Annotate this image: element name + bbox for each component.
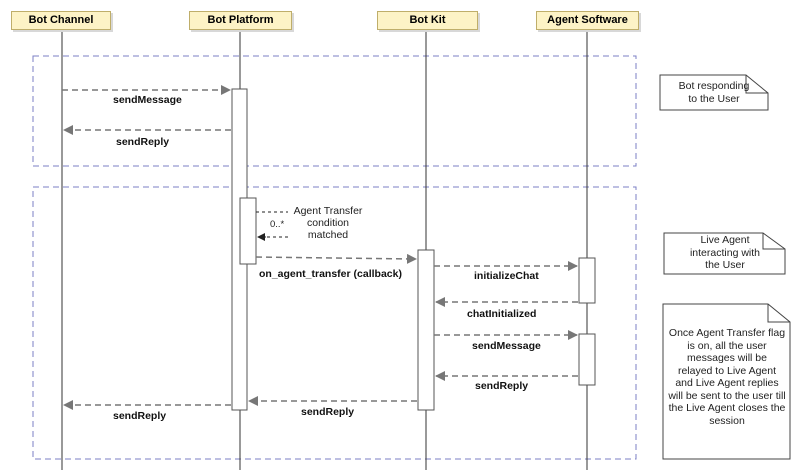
label-sendreply-2: sendReply — [475, 380, 529, 392]
note-text-1: Bot responding to the User — [664, 80, 764, 105]
note-fold-3 — [767, 304, 790, 323]
activation-bot-kit — [417, 249, 435, 411]
note-box-2 — [663, 232, 786, 275]
note-3-line-3: messages will be — [687, 352, 767, 364]
fragment-live-agent — [32, 186, 637, 460]
note-box-1 — [659, 74, 769, 111]
label-sendreply-1: sendReply — [116, 136, 170, 148]
participant-bot-kit: Bot Kit — [377, 11, 478, 30]
note-3-line-5: and Live Agent replies — [675, 377, 779, 389]
note-3-line-1: Once Agent Transfer flag — [668, 327, 786, 339]
label-chatinitialized: chatInitialized — [467, 308, 537, 320]
activation-bot-platform-nested — [239, 197, 257, 265]
label-sendmessage-1: sendMessage — [113, 94, 182, 106]
note-text-2: Live Agent interacting with the User — [668, 234, 782, 272]
activation-agent-software-1 — [578, 257, 596, 304]
note-fold-2 — [762, 233, 785, 250]
activation-agent-software-2 — [578, 333, 596, 386]
note-3-line-2: is on, all the user — [687, 339, 767, 352]
label-initializechat: initializeChat — [474, 270, 539, 282]
note-3-line-4: relayed to Live Agent — [677, 364, 777, 377]
note-2-line-2: interacting with — [689, 246, 761, 259]
note-3-line-7: the Live Agent closes the — [668, 402, 786, 414]
label-self-call: Agent Transfer condition matched — [288, 205, 368, 241]
label-sendmessage-2: sendMessage — [472, 340, 541, 352]
label-sendreply-4: sendReply — [113, 410, 167, 422]
note-3-line-8: session — [709, 414, 745, 427]
note-2-line-3: the User — [705, 259, 745, 271]
arrow-on-agent-transfer — [255, 253, 417, 264]
note-2-line-1: Live Agent — [700, 234, 750, 246]
note-box-3 — [662, 303, 791, 460]
fragment-bot-responding — [32, 55, 637, 167]
label-sendreply-3: sendReply — [301, 406, 355, 418]
note-1-line-2: to the User — [688, 92, 740, 105]
note-3-line-6: will be sent to the user till — [668, 389, 786, 402]
note-fold-1 — [745, 75, 768, 94]
self-call-line-1: Agent Transfer — [293, 205, 363, 217]
note-text-3: Once Agent Transfer flag is on, all the … — [665, 327, 789, 427]
label-on-agent-transfer: on_agent_transfer (callback) — [259, 268, 402, 280]
participant-agent-software: Agent Software — [536, 11, 639, 30]
participant-bot-channel: Bot Channel — [11, 11, 111, 30]
participant-bot-platform: Bot Platform — [189, 11, 292, 30]
label-multiplicity: 0..* — [270, 219, 285, 230]
note-1-line-1: Bot responding — [678, 80, 750, 92]
self-call-line-2: condition — [306, 217, 350, 229]
self-call-line-3: matched — [307, 229, 349, 241]
